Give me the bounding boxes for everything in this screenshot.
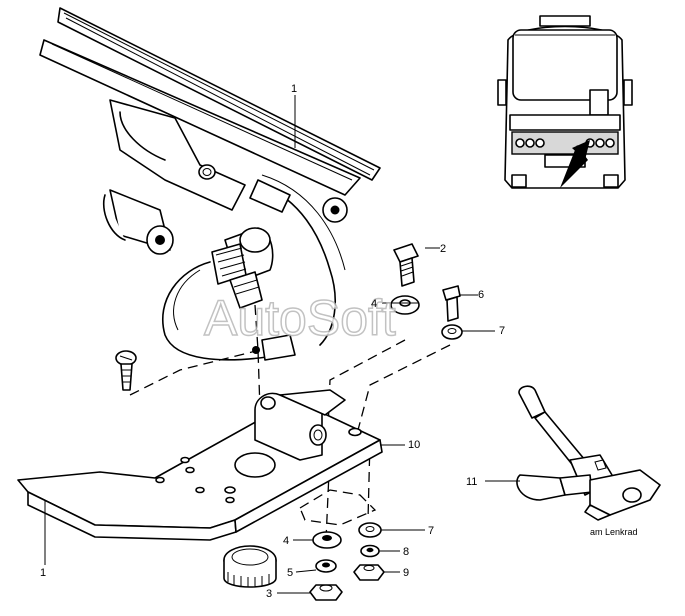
washer-7-lower (358, 522, 382, 538)
callout-5: 5 (287, 567, 293, 579)
leader-lines (44, 95, 520, 594)
callout-4-lower: 4 (283, 535, 289, 547)
lockwasher-8 (360, 544, 380, 558)
sensor-cable (162, 174, 346, 361)
callout-2: 2 (440, 243, 446, 255)
assembly-lines (129, 304, 451, 541)
pedal-sensor (211, 227, 274, 309)
mounting-plate (17, 389, 383, 541)
callout-10: 10 (408, 439, 420, 451)
screw-left (115, 350, 137, 391)
callout-11: 11 (466, 476, 477, 488)
accelerator-pedal (39, 7, 381, 255)
callout-7-lower: 7 (428, 525, 434, 537)
callout-4-upper: 4 (371, 298, 377, 310)
nut-9 (353, 564, 385, 581)
gasket-outline (299, 489, 377, 526)
nut-3 (309, 584, 343, 601)
callout-1-pedal: 1 (291, 83, 297, 95)
callout-7-upper: 7 (499, 325, 505, 337)
callout-9: 9 (403, 567, 409, 579)
ring-nut (223, 545, 277, 588)
washer-4-lower (312, 531, 342, 549)
watermark-logo: AutoSoft (204, 290, 396, 346)
callout-3: 3 (266, 588, 272, 600)
bolt-2 (393, 243, 419, 287)
inset-note-steering-wheel: am Lenkrad (590, 527, 638, 537)
steering-lever-inset (516, 385, 661, 521)
washer-4-upper (390, 295, 420, 315)
washer-7-upper (441, 324, 463, 340)
bus-location-inset (497, 15, 633, 189)
bolt-6 (442, 285, 461, 322)
callout-8: 8 (403, 546, 409, 558)
callout-1-plate: 1 (40, 567, 46, 579)
callout-6: 6 (478, 289, 484, 301)
lockwasher-5 (315, 559, 337, 573)
